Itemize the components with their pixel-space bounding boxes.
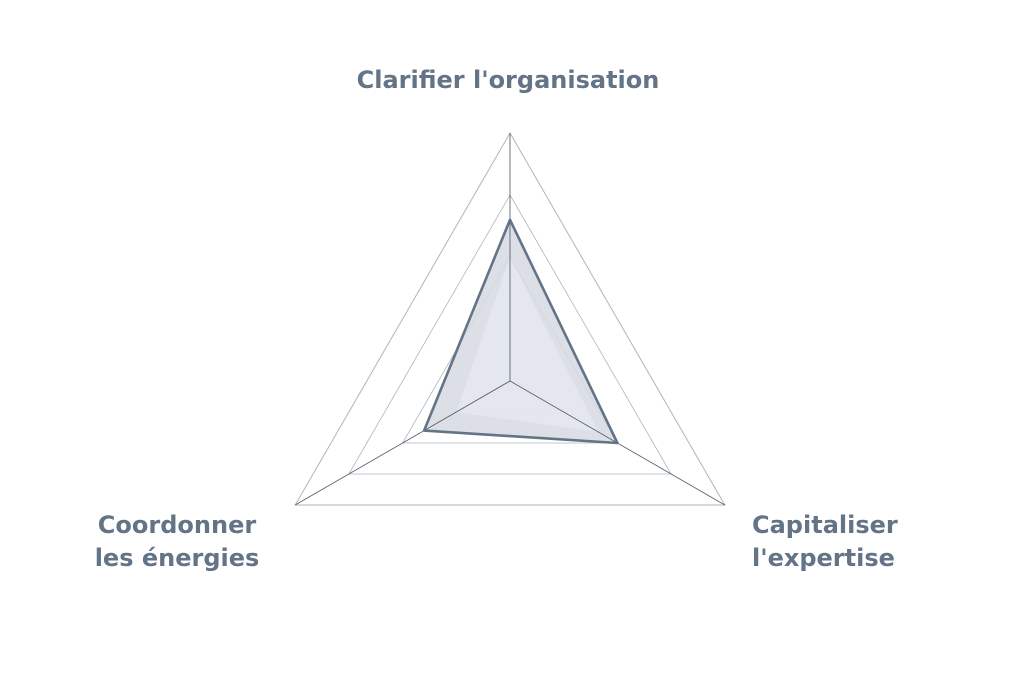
axis-label-left: Coordonner les énergies [72, 509, 282, 575]
axis-label-top-line-1: Clarifier l'organisation [356, 66, 660, 94]
axis-label-right-line-1: Capitaliser [752, 511, 898, 539]
axis-spoke-left [294, 380, 511, 506]
grid-ring-4 [294, 132, 726, 506]
axis-label-right-line-2: l'expertise [752, 544, 895, 572]
grid-ring-3 [348, 194, 672, 475]
series-area-inner [456, 257, 599, 433]
axis-label-left-line-1: Coordonner [97, 511, 257, 539]
axis-label-right: Capitaliser l'expertise [752, 509, 898, 575]
axis-label-left-line-2: les énergies [94, 544, 260, 572]
series-line-outline [422, 218, 619, 445]
axis-label-top: Clarifier l'organisation [0, 64, 1020, 97]
